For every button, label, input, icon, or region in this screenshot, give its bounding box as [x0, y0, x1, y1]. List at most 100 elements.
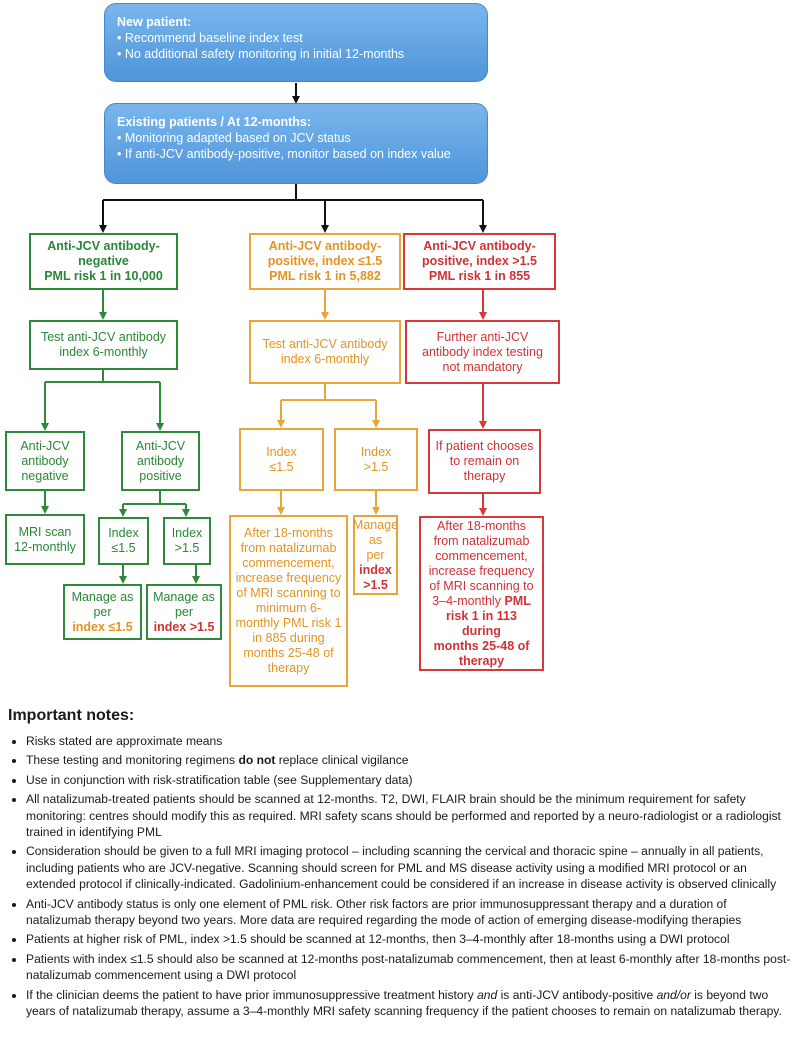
note-text: is anti-JCV antibody-positive: [497, 987, 657, 1002]
note-text: If the clinician deems the patient to ha…: [26, 987, 478, 1002]
red-after-box: After 18-months from natalizumab commenc…: [419, 516, 544, 671]
green-negative-line: antibody: [21, 453, 69, 468]
new-patient-item: • No additional safety monitoring in ini…: [117, 47, 405, 61]
orange-index-gt-box: Index >1.5: [334, 428, 418, 491]
existing-patients-title: Existing patients / At 12-months:: [117, 115, 312, 129]
orange-manage-emphasis: >1.5: [363, 577, 388, 592]
green-head-line: Anti-JCV antibody-: [47, 239, 160, 253]
red-after-emphasis: PML: [504, 593, 531, 608]
green-positive-line: Anti-JCV: [135, 438, 186, 453]
existing-patients-item: • If anti-JCV antibody-positive, monitor…: [117, 147, 451, 161]
note-emphasis: and: [477, 987, 498, 1002]
important-notes: Important notes: Risks stated are approx…: [8, 707, 794, 1023]
red-further-line: antibody index testing: [422, 344, 543, 359]
note-item: All natalizumab-treated patients should …: [26, 791, 794, 840]
orange-after-line: from natalizumab: [240, 541, 337, 555]
red-chooses-line: to remain on: [449, 454, 520, 468]
orange-test-line: index 6-monthly: [280, 352, 370, 366]
red-head-line: PML risk 1 in 855: [428, 269, 531, 283]
red-after-emphasis-line: therapy: [458, 653, 505, 668]
red-further-line: not mandatory: [442, 359, 523, 374]
orange-index-le-line: ≤1.5: [269, 459, 294, 474]
red-after-plain: 3–4-monthly: [432, 593, 505, 608]
red-chooses-box: If patient chooses to remain on therapy: [428, 429, 541, 494]
red-chooses-line: If patient chooses: [435, 439, 534, 453]
green-index-le-box: Index ≤1.5: [98, 517, 149, 565]
green-index-le-line: ≤1.5: [111, 541, 136, 555]
note-emphasis: do not: [238, 753, 276, 768]
green-test-line: Test anti-JCV antibody: [40, 330, 167, 344]
new-patient-item: • Recommend baseline index test: [117, 31, 303, 45]
green-manage-le-line: Manage as: [71, 589, 134, 604]
orange-head-line: positive, index ≤1.5: [267, 254, 383, 268]
note-text: is beyond two years of natalizumab thera…: [26, 987, 782, 1019]
note-item: Anti-JCV antibody status is only one ele…: [26, 896, 794, 929]
note-text: These testing and monitoring regimens: [26, 753, 239, 768]
new-patient-title: New patient:: [117, 15, 192, 29]
existing-patients-box: Existing patients / At 12-months: • Moni…: [104, 103, 488, 184]
orange-index-le-box: Index ≤1.5: [239, 428, 324, 491]
green-manage-gt-box: Manage as per index >1.5: [146, 584, 222, 640]
notes-list: Risks stated are approximate means These…: [8, 733, 794, 1020]
note-item: Consideration should be given to a full …: [26, 843, 794, 892]
note-item: If the clinician deems the patient to ha…: [26, 987, 794, 1020]
green-manage-le-box: Manage as per index ≤1.5: [63, 584, 142, 640]
orange-index-le-line: Index: [266, 444, 297, 459]
green-manage-gt-line: Manage as: [153, 589, 215, 604]
orange-after-line: commencement,: [242, 556, 335, 570]
red-further-line: Further anti-JCV: [436, 329, 529, 344]
orange-after-line: monthly PML risk 1: [235, 616, 342, 630]
green-negative-line: Anti-JCV: [20, 438, 70, 453]
red-head-line: positive, index >1.5: [422, 254, 537, 268]
connector-lines: [41, 83, 487, 584]
orange-after-line: in 885 during: [252, 631, 325, 645]
orange-after-line: months 25-48 of: [243, 646, 334, 660]
green-negative-line: negative: [21, 468, 69, 483]
green-head-line: PML risk 1 in 10,000: [44, 269, 163, 283]
red-after-line: increase frequency: [428, 563, 535, 578]
orange-after-line: of MRI scanning to: [236, 586, 341, 600]
green-head-line: negative: [78, 254, 129, 268]
green-index-gt-line: >1.5: [174, 541, 200, 555]
green-head-box: Anti-JCV antibody- negative PML risk 1 i…: [29, 233, 178, 290]
green-manage-gt-emphasis: index >1.5: [153, 619, 215, 634]
green-positive-box: Anti-JCV antibody positive: [121, 431, 200, 491]
note-item: Risks stated are approximate means: [26, 733, 794, 749]
orange-manage-box: Manage as per index >1.5: [353, 515, 398, 595]
orange-after-line: therapy: [267, 661, 310, 675]
green-mri-line: MRI scan: [18, 524, 72, 539]
red-after-line: After 18-months: [437, 518, 526, 533]
orange-head-line: Anti-JCV antibody-: [268, 239, 382, 253]
red-after-mixed-line: 3–4-monthly PML: [432, 594, 531, 609]
red-after-line: from natalizumab: [433, 533, 530, 548]
orange-manage-line: Manage: [352, 517, 399, 532]
existing-patients-item: • Monitoring adapted based on JCV status: [117, 131, 351, 145]
red-head-box: Anti-JCV antibody- positive, index >1.5 …: [403, 233, 556, 290]
green-index-le-line: Index: [108, 526, 139, 540]
green-test-box: Test anti-JCV antibody index 6-monthly: [29, 320, 178, 370]
green-positive-line: positive: [139, 468, 182, 483]
red-after-line: of MRI scanning to: [429, 578, 534, 593]
note-item: Use in conjunction with risk-stratificat…: [26, 772, 794, 788]
note-text: replace clinical vigilance: [275, 753, 409, 768]
green-mri-line: 12-monthly: [14, 539, 76, 554]
orange-head-box: Anti-JCV antibody- positive, index ≤1.5 …: [249, 233, 401, 290]
orange-after-line: increase frequency: [235, 571, 342, 585]
new-patient-box: New patient: • Recommend baseline index …: [104, 3, 488, 82]
orange-manage-emphasis: index: [359, 562, 392, 577]
red-further-box: Further anti-JCV antibody index testing …: [405, 320, 560, 384]
flowchart: New patient: • Recommend baseline index …: [5, 3, 560, 687]
orange-after-line: After 18-months: [244, 526, 333, 540]
red-after-emphasis-line: risk 1 in 113 during: [446, 608, 517, 638]
green-index-gt-box: Index >1.5: [163, 517, 211, 565]
green-test-line: index 6-monthly: [59, 345, 148, 359]
note-item: Patients with index ≤1.5 should also be …: [26, 951, 794, 984]
orange-test-line: Test anti-JCV antibody: [262, 337, 388, 351]
orange-index-gt-line: >1.5: [363, 459, 389, 474]
green-manage-le-emphasis: index ≤1.5: [72, 619, 133, 634]
orange-head-line: PML risk 1 in 5,882: [269, 269, 381, 283]
orange-after-box: After 18-months from natalizumab commenc…: [229, 515, 348, 687]
red-after-line: commencement,: [435, 548, 528, 563]
red-head-line: Anti-JCV antibody-: [423, 239, 536, 253]
note-emphasis: and/or: [656, 987, 691, 1002]
